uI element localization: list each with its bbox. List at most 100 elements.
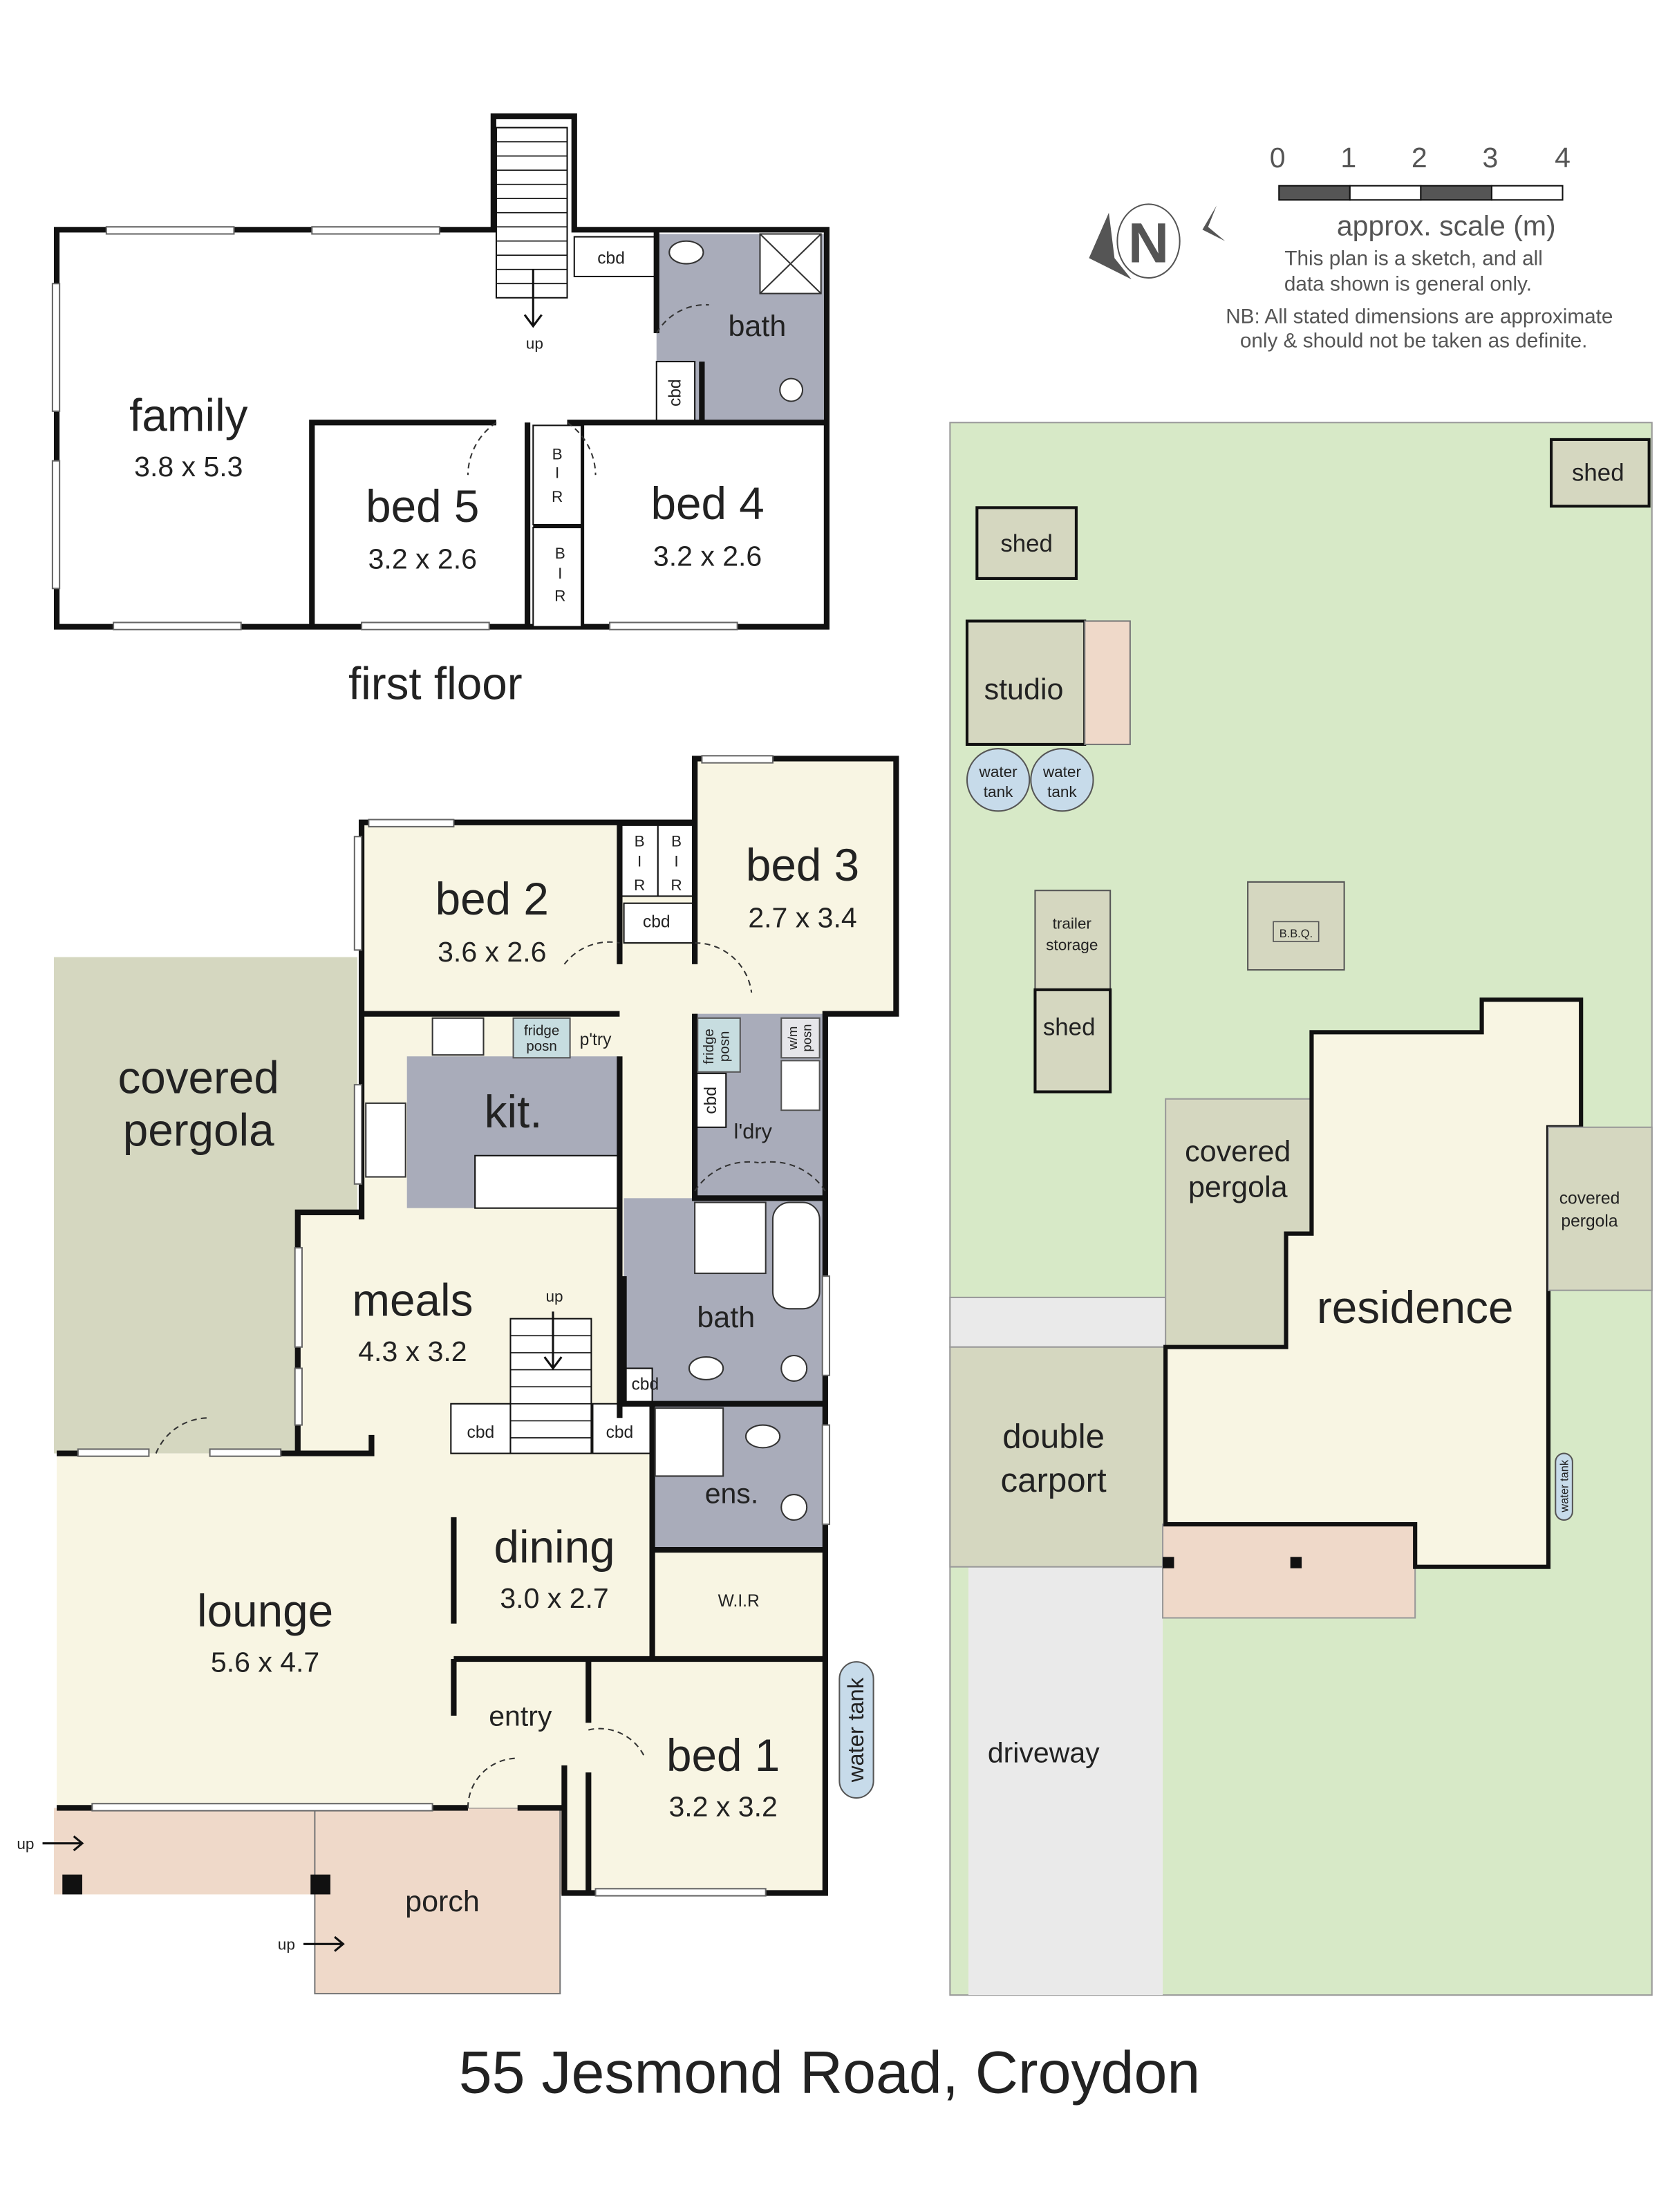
fridge-icon [697,1017,741,1073]
room-name: meals [352,1275,473,1326]
cooktop-icon [431,1017,485,1056]
cbd-label: cbd [643,913,671,932]
cbd-label: cbd [597,250,625,268]
room-dims: 3.2 x 3.2 [668,1791,777,1823]
cbd-label: cbd [702,1087,720,1114]
cbd-label: cbd [606,1423,634,1442]
north-arrow-icon: N [1089,203,1226,280]
area-label: pergola [1561,1212,1618,1230]
floor-caption: first floor [348,658,523,709]
room-name: bed 5 [366,481,479,532]
up-label: up [526,335,543,353]
water-tank-label: water tank [843,1677,868,1783]
bir-label: R [554,588,565,605]
disclaimer-line: This plan is a sketch, and all [1284,247,1543,270]
washing-machine-icon [780,1017,821,1059]
fridge-label: fridge [524,1022,559,1038]
toilet-icon [780,1494,808,1521]
toilet-icon [779,377,804,402]
scale-tick: 0 [1270,142,1286,174]
bath-tub-icon [771,1201,821,1310]
bir-label: B [552,446,563,463]
studio-label: studio [984,673,1064,706]
sink-icon [365,1102,406,1178]
compass-label: N [1128,212,1169,274]
disclaimer-line: data shown is general only. [1284,273,1532,296]
room-dims: 3.8 x 5.3 [134,451,243,482]
room-dims: 5.6 x 4.7 [211,1646,319,1678]
wm-label: w/m [785,1027,800,1051]
pantry-label: p'try [580,1031,612,1049]
area-label: covered [118,1053,279,1103]
area-label: covered [1185,1135,1291,1168]
area-label: pergola [123,1105,274,1155]
trailer-storage-label: storage [1046,936,1098,953]
bir-label: R [671,877,682,894]
nb-line: NB: All stated dimensions are approximat… [1226,306,1613,328]
arrow-icon [42,1835,84,1852]
room-dims: 3.6 x 2.6 [438,936,546,968]
bir-label: R [552,488,563,505]
room-name: dining [494,1522,615,1573]
bir-label: B [635,833,645,850]
carport-label: carport [1001,1461,1107,1499]
area-label: covered [1559,1190,1620,1208]
area-label: porch [405,1885,480,1918]
scale-label: approx. scale (m) [1337,210,1556,242]
carport-label: double [1002,1417,1105,1455]
room-name: kit. [485,1087,543,1137]
water-tank-label: tank [1047,783,1077,800]
water-tank-label: water tank [1559,1459,1571,1512]
room-name: bath [697,1301,755,1334]
cbd-label: cbd [666,379,685,406]
room-name: lounge [197,1586,333,1636]
cbd-label: cbd [631,1375,659,1394]
room-name: bed 4 [650,478,764,529]
basin-icon [744,1424,781,1449]
bir-label: I [637,852,641,870]
scale-tick: 4 [1555,142,1571,174]
residence-label: residence [1317,1282,1514,1333]
trough-icon [780,1060,821,1112]
room-dims: 3.2 x 2.6 [653,540,762,572]
first-floor-plan: family 3.8 x 5.3 bed 5 3.2 x 2.6 bed 4 3… [51,113,830,709]
water-tank-label: tank [984,783,1013,800]
up-label: up [546,1288,563,1305]
bir-label: I [674,852,678,870]
shower-icon [694,1201,767,1275]
fridge-label: posn [526,1038,556,1054]
water-tank-label: water [1042,763,1082,780]
room-name: bed 1 [666,1730,780,1781]
trailer-storage-label: trailer [1053,915,1092,932]
scale-tick: 3 [1482,142,1498,174]
wir-label: W.I.R [718,1592,760,1611]
cbd-label: cbd [467,1423,495,1442]
up-label: up [17,1835,34,1853]
room-name: l'dry [734,1119,773,1143]
shed-label: shed [1572,459,1624,486]
room-name: bed 3 [746,840,859,890]
basin-icon [668,240,704,265]
scale-bar: 0 1 2 3 4 approx. scale (m) This plan is… [1226,142,1613,353]
arrow-icon [303,1936,345,1952]
shower-icon [654,1407,724,1477]
scale-tick: 2 [1412,142,1427,174]
room-dims: 2.7 x 3.4 [748,902,856,934]
scale-tick: 1 [1340,142,1356,174]
driveway-label: driveway [988,1737,1100,1769]
wm-label: posn [799,1024,814,1052]
room-dims: 4.3 x 3.2 [358,1335,467,1367]
room-name: family [129,391,248,441]
fridge-label: fridge [701,1029,717,1064]
room-dims: 3.2 x 2.6 [368,543,477,575]
shed-label: shed [1043,1013,1096,1040]
room-name: bath [728,310,786,343]
ground-floor-plan: covered pergola kit. fridge posn p'try b… [17,755,899,1995]
bir-label: B [671,833,682,850]
shed-label: shed [1000,530,1053,557]
stairs-icon [495,126,568,328]
room-name: bed 2 [435,874,549,924]
bir-label: B [555,545,565,562]
area-label: pergola [1188,1170,1288,1203]
